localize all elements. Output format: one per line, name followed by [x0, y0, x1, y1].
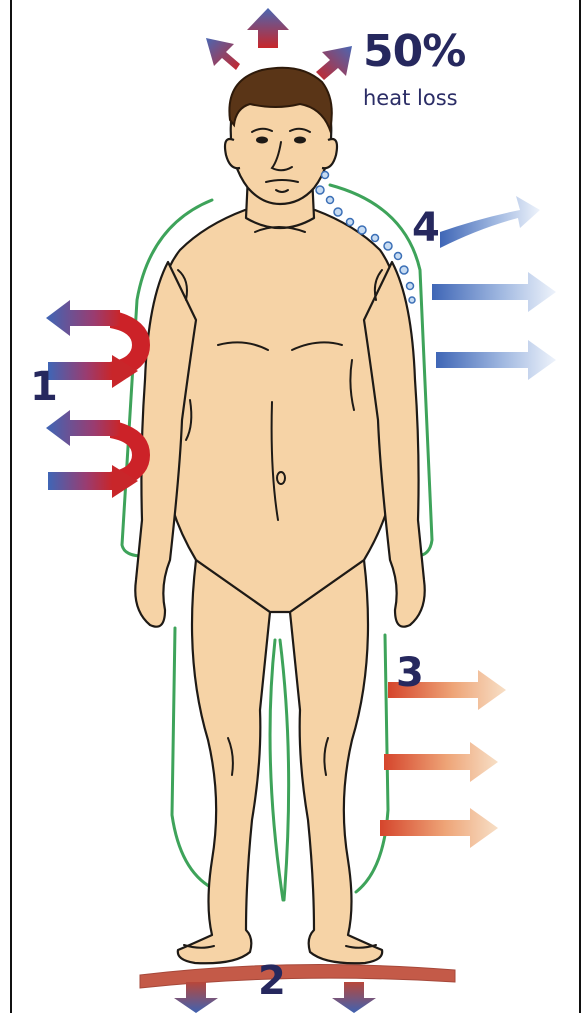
evaporation-arrows — [432, 196, 556, 380]
left-leg — [178, 560, 270, 963]
arrow-right-icon — [440, 196, 540, 248]
arrow-right-icon — [384, 742, 498, 782]
arrow-right-icon — [432, 272, 556, 312]
arrow-up-icon — [247, 8, 289, 48]
label-conduction-2: 2 — [258, 958, 286, 1004]
arrow-right-icon — [48, 472, 112, 490]
right-leg — [290, 560, 382, 963]
arrow-left-icon — [46, 300, 120, 336]
radiation-arrows — [380, 670, 506, 848]
arrow-down-icon — [332, 982, 376, 1013]
arrow-right-icon — [436, 340, 556, 380]
heat-loss-caption: heat loss — [363, 86, 458, 110]
torso — [155, 210, 405, 612]
label-radiation-3: 3 — [396, 650, 424, 696]
heat-loss-percent: 50% — [363, 26, 465, 77]
arrow-down-icon — [174, 982, 218, 1013]
arrow-up-left-icon — [206, 38, 240, 70]
label-convection-1: 1 — [30, 364, 58, 410]
arrow-up-right-icon — [316, 46, 352, 80]
convection-arrows — [46, 300, 150, 498]
label-evaporation-4: 4 — [412, 205, 440, 251]
arrow-left-icon — [46, 410, 120, 446]
arrow-right-icon — [380, 808, 498, 848]
